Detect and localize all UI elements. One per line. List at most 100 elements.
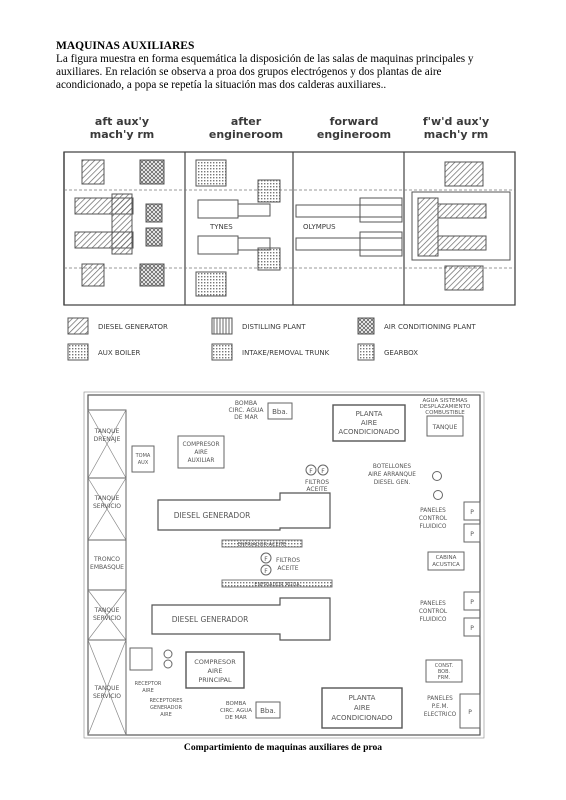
label-aft-aux-2: mach'y rm (90, 128, 155, 141)
svg-text:DE MAR: DE MAR (225, 715, 247, 721)
svg-text:F: F (309, 468, 313, 475)
svg-text:COMPRESOR: COMPRESOR (194, 658, 236, 666)
svg-text:TANQUE: TANQUE (94, 685, 120, 692)
svg-text:ACONDICIONADO: ACONDICIONADO (331, 714, 393, 722)
svg-text:TANQUE: TANQUE (94, 495, 120, 502)
legend-swatch-intake (211, 343, 233, 361)
svg-text:BOMBA: BOMBA (226, 701, 247, 707)
svg-text:ENFRIADOR ACEITE: ENFRIADOR ACEITE (238, 542, 287, 548)
legend-swatch-diesel (67, 317, 89, 335)
legend-swatch-distilling (211, 317, 233, 335)
svg-text:COMPRESOR: COMPRESOR (182, 442, 219, 448)
svg-text:TRONCO: TRONCO (93, 556, 120, 563)
figure-caption: Compartimiento de maquinas auxiliares de… (183, 742, 383, 753)
svg-text:P: P (470, 509, 474, 516)
svg-text:AUXILIAR: AUXILIAR (188, 458, 215, 464)
svg-text:COMBUSTIBLE: COMBUSTIBLE (425, 410, 465, 416)
svg-text:CONST.: CONST. (435, 663, 454, 669)
svg-text:BOTELLONES: BOTELLONES (373, 464, 411, 470)
svg-text:AIRE: AIRE (361, 419, 377, 427)
svg-text:TOMA: TOMA (135, 453, 151, 459)
svg-text:CONTROL: CONTROL (419, 516, 448, 522)
svg-text:AGUA SISTEMAS: AGUA SISTEMAS (423, 398, 468, 404)
svg-text:P: P (470, 625, 474, 632)
svg-text:AIRE ARRANQUE: AIRE ARRANQUE (368, 472, 416, 478)
svg-text:F: F (264, 568, 268, 575)
svg-text:F: F (264, 556, 268, 563)
svg-text:SERVICIO: SERVICIO (93, 503, 121, 510)
svg-text:DIESEL GEN.: DIESEL GEN. (374, 480, 411, 486)
svg-text:ACUSTICA: ACUSTICA (432, 562, 460, 568)
svg-text:FLUIDICO: FLUIDICO (419, 617, 446, 623)
svg-text:F: F (321, 468, 325, 475)
engine-room-diagram: aft aux'y mach'y rm after engineroom for… (63, 115, 516, 306)
legend: DIESEL GENERATOR AUX BOILER DISTILLING P… (67, 317, 476, 361)
svg-text:FRM.: FRM. (438, 675, 451, 681)
svg-text:AIRE: AIRE (208, 667, 223, 675)
svg-text:Bba.: Bba. (272, 408, 288, 416)
svg-text:PANELES: PANELES (427, 696, 453, 702)
svg-text:GENERADOR: GENERADOR (150, 705, 182, 711)
label-fwd-aux-2: mach'y rm (424, 128, 489, 141)
svg-text:AIRE: AIRE (194, 450, 208, 456)
label-fwd-aux: f'w'd aux'y (423, 115, 489, 128)
svg-text:BOMBA: BOMBA (235, 400, 258, 407)
svg-text:P: P (470, 599, 474, 606)
svg-text:CONTROL: CONTROL (419, 609, 448, 615)
label-forward: forward (330, 115, 379, 128)
svg-text:DRENAJE: DRENAJE (94, 436, 121, 443)
label-after: after (231, 115, 262, 128)
label-aft-aux: aft aux'y (95, 115, 149, 128)
svg-text:P.E.M.: P.E.M. (432, 704, 449, 710)
svg-text:SERVICIO: SERVICIO (93, 615, 121, 622)
svg-text:P: P (470, 531, 474, 538)
svg-text:Bba.: Bba. (260, 707, 276, 715)
legend-diesel-generator: DIESEL GENERATOR (98, 323, 168, 331)
svg-text:ELECTRICO: ELECTRICO (424, 712, 457, 718)
legend-swatch-aircon (357, 317, 375, 335)
svg-text:CIRC. AGUA: CIRC. AGUA (220, 708, 252, 714)
legend-gearbox: GEARBOX (384, 349, 418, 357)
svg-text:PANELES: PANELES (420, 601, 446, 607)
legend-air-conditioning: AIR CONDITIONING PLANT (384, 323, 476, 331)
compartment-diagram: TANQUE DRENAJE TANQUE SERVICIO TRONCO EM… (83, 391, 485, 739)
svg-text:FILTROS: FILTROS (276, 557, 300, 564)
svg-text:RECEPTORES: RECEPTORES (149, 698, 182, 704)
svg-text:TANQUE: TANQUE (94, 607, 120, 614)
svg-text:ACEITE: ACEITE (306, 486, 327, 493)
svg-text:ACEITE: ACEITE (277, 565, 298, 572)
svg-text:SERVICIO: SERVICIO (93, 693, 121, 700)
section-heading: MAQUINAS AUXILIARES (56, 40, 195, 52)
svg-text:AIRE: AIRE (160, 712, 172, 718)
svg-text:PRINCIPAL: PRINCIPAL (198, 676, 232, 684)
svg-text:P: P (468, 709, 472, 716)
svg-text:PLANTA: PLANTA (349, 694, 376, 702)
svg-text:AIRE: AIRE (354, 704, 370, 712)
svg-text:CIRC. AGUA: CIRC. AGUA (229, 407, 265, 414)
intro-paragraph: La figura muestra en forma esquemática l… (56, 53, 474, 91)
svg-text:FLUIDICO: FLUIDICO (419, 524, 446, 530)
svg-text:PANELES: PANELES (420, 508, 446, 514)
svg-text:CABINA: CABINA (436, 555, 457, 561)
label-forward-2: engineroom (317, 128, 391, 141)
svg-text:DESPLAZAMIENTO: DESPLAZAMIENTO (420, 404, 471, 410)
diesel-generador-1: DIESEL GENERADOR (174, 511, 251, 520)
legend-intake-trunk: INTAKE/REMOVAL TRUNK (242, 349, 330, 357)
svg-text:ACONDICIONADO: ACONDICIONADO (338, 428, 400, 436)
svg-text:EMBASQUE: EMBASQUE (90, 564, 124, 571)
legend-swatch-gearbox (357, 343, 375, 361)
svg-text:TANQUE: TANQUE (94, 428, 120, 435)
svg-text:BOB.: BOB. (438, 669, 451, 675)
svg-text:AIRE: AIRE (142, 688, 154, 694)
svg-text:RECEPTOR: RECEPTOR (135, 681, 162, 687)
legend-aux-boiler: AUX BOILER (98, 349, 141, 357)
svg-text:DE MAR: DE MAR (234, 414, 258, 421)
svg-text:AUX: AUX (138, 460, 149, 466)
label-after-2: engineroom (209, 128, 283, 141)
svg-text:FILTROS: FILTROS (305, 479, 329, 486)
label-olympus: OLYMPUS (303, 223, 336, 231)
svg-text:TANQUE: TANQUE (432, 424, 458, 431)
svg-text:PLANTA: PLANTA (356, 410, 383, 418)
